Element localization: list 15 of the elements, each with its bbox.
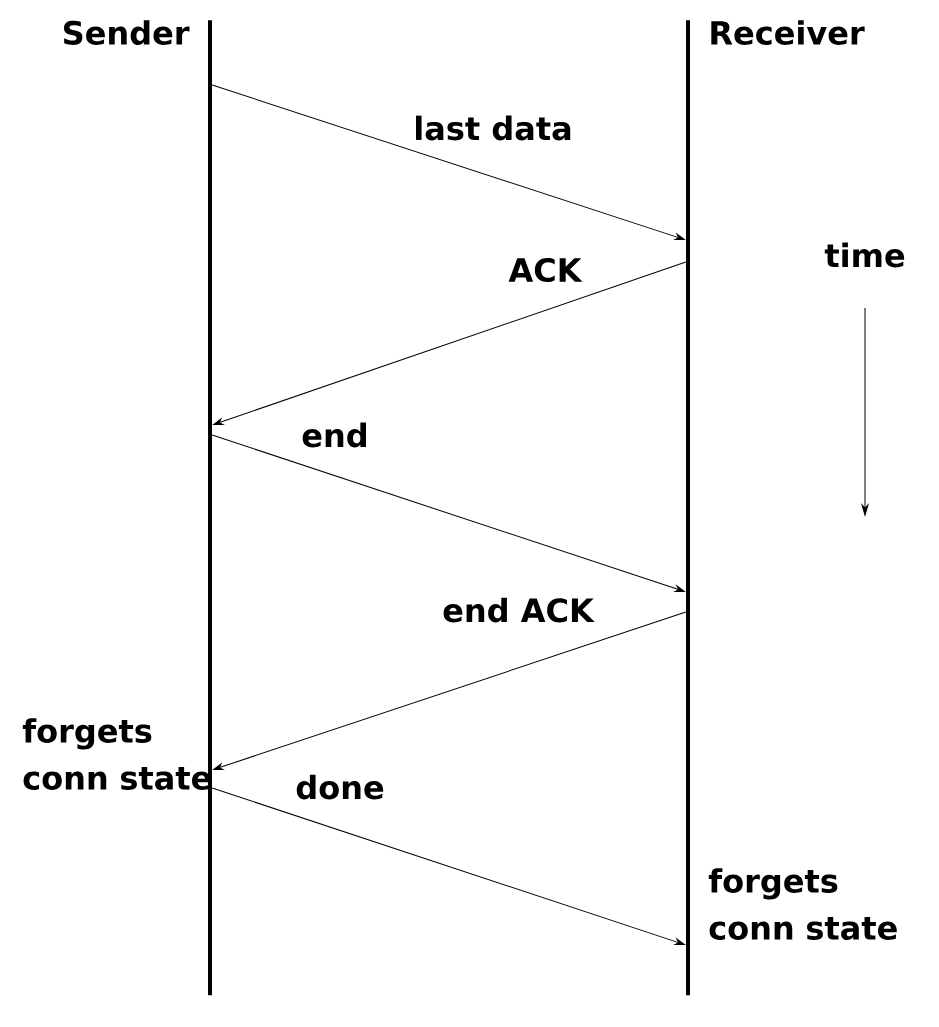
edge-label: last data (415, 115, 571, 141)
axis-label: time (824, 242, 905, 268)
arrow (211, 84, 685, 241)
arrow (211, 787, 685, 946)
edge-label: ACK (508, 257, 583, 283)
arrow (213, 261, 687, 425)
arrow (211, 434, 685, 593)
edge-label: end ACK (443, 597, 595, 623)
state-note: forgets conn state (708, 868, 897, 940)
edge-label: done (296, 774, 384, 800)
arrow (213, 611, 687, 770)
edge-label: end (302, 422, 366, 448)
node-label: Receiver (711, 20, 865, 45)
state-note: forgets conn state (22, 718, 211, 790)
node-label: Sender (63, 20, 190, 45)
